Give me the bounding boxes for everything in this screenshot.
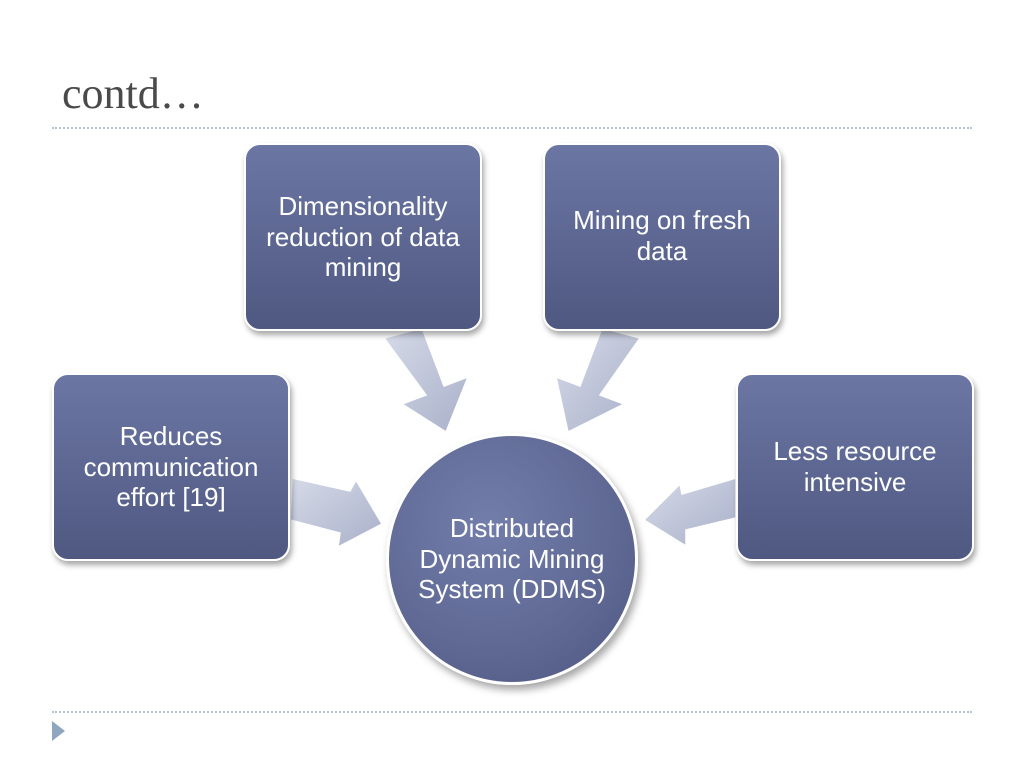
arrow-fresh-data xyxy=(554,327,642,434)
node-less-resource: Less resource intensive xyxy=(736,373,974,561)
bottom-divider xyxy=(52,711,972,713)
node-resource-label: Less resource intensive xyxy=(773,436,937,497)
slide-title: contd… xyxy=(62,69,204,118)
node-ddms-center: Distributed Dynamic Mining System (DDMS) xyxy=(386,433,638,685)
arrow-communication xyxy=(289,477,384,549)
triangle-bullet-icon xyxy=(52,721,65,741)
node-fresh-data-label: Mining on fresh data xyxy=(573,205,751,266)
arrow-resource xyxy=(642,476,737,548)
node-dimensionality-reduction: Dimensionality reduction of data mining xyxy=(244,143,482,331)
node-dimensionality-label: Dimensionality reduction of data mining xyxy=(266,191,460,283)
arrow-dimensionality xyxy=(382,327,470,434)
node-mining-fresh-data: Mining on fresh data xyxy=(543,143,781,331)
node-reduces-communication: Reduces communication effort [19] xyxy=(52,373,290,561)
node-center-label: Distributed Dynamic Mining System (DDMS) xyxy=(418,512,606,605)
node-communication-label: Reduces communication effort [19] xyxy=(83,420,259,513)
top-divider xyxy=(52,127,972,129)
